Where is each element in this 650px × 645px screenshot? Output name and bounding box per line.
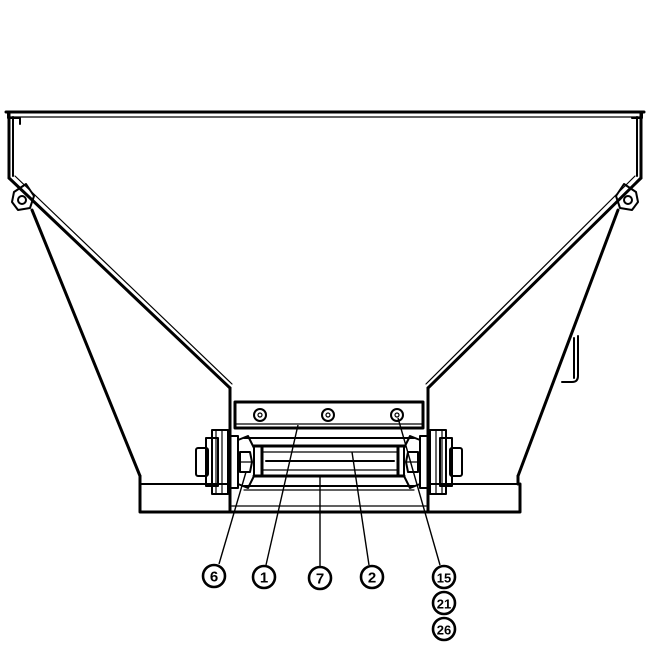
- leader-2: [351, 451, 370, 566]
- callout-2-circle: [359, 564, 385, 590]
- callout-21: 21: [431, 590, 457, 616]
- callout-26-circle: [431, 616, 457, 642]
- leader-1: [265, 424, 299, 566]
- left-bearing-assembly: [195, 429, 264, 495]
- callout-15: 15: [431, 564, 457, 590]
- callout-1-label: 1: [260, 570, 268, 587]
- mounting-bar: [233, 400, 425, 430]
- callout-15-circle: [431, 564, 457, 590]
- leader-6: [218, 471, 247, 565]
- callout-2: 2: [359, 564, 385, 590]
- callout-6-circle: [201, 563, 227, 589]
- callout-7-label: 7: [316, 571, 324, 588]
- callout-6-label: 6: [210, 569, 218, 586]
- callout-7-circle: [307, 565, 333, 591]
- callout-15-label: 15: [437, 571, 451, 586]
- left-support-leg: [11, 183, 142, 486]
- hopper-left-wall: [7, 110, 233, 512]
- right-bearing-assembly: [396, 429, 463, 495]
- bottom-frame: [138, 482, 522, 514]
- leader-lines: [218, 417, 441, 566]
- callout-26: 26: [431, 616, 457, 642]
- callout-21-label: 21: [437, 597, 451, 612]
- right-support-leg: [516, 183, 639, 486]
- callout-21-circle: [431, 590, 457, 616]
- callout-2-label: 2: [368, 570, 376, 587]
- callout-1-circle: [251, 564, 277, 590]
- callout-1: 1: [251, 564, 277, 590]
- leader-15: [397, 417, 441, 566]
- callout-7: 7: [307, 565, 333, 591]
- hopper-right-wall: [425, 110, 643, 512]
- hopper-top-rim: [4, 110, 646, 125]
- callout-26-label: 26: [437, 623, 451, 638]
- roller-shaft: [243, 437, 415, 491]
- callout-6: 6: [201, 563, 227, 589]
